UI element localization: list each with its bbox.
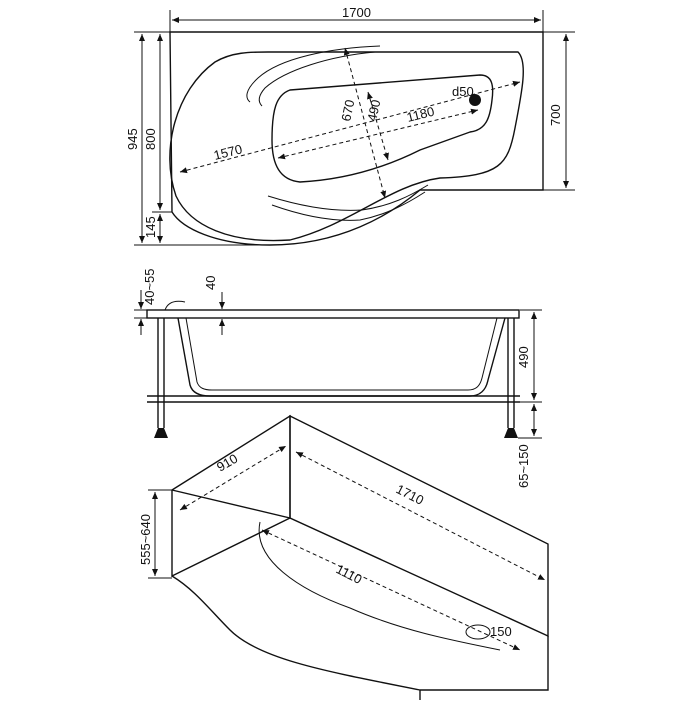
iso-front-skirt bbox=[171, 575, 549, 691]
dim-490-line bbox=[367, 91, 389, 161]
iso-view: 150 910 1710 1110 555~640 bbox=[138, 414, 549, 700]
backrest-line-lower bbox=[271, 191, 426, 221]
drain-label: d50 bbox=[452, 84, 474, 99]
dim-910-label: 910 bbox=[214, 451, 240, 475]
dim-670-line bbox=[343, 47, 387, 199]
dim-1570-label: 1570 bbox=[212, 141, 244, 163]
tub-body bbox=[177, 317, 506, 397]
tub-outer-contour bbox=[169, 31, 544, 246]
dim-670-label: 670 bbox=[338, 98, 357, 122]
dim-145-label: 145 bbox=[143, 216, 158, 238]
dim-700-label: 700 bbox=[548, 104, 563, 126]
tub-body-inner bbox=[185, 317, 498, 391]
top-view: d50 1570 1180 670 490 1700 700 945 800 1… bbox=[125, 5, 575, 246]
iso-end-front-face bbox=[171, 490, 291, 578]
dim-945-label: 945 bbox=[125, 128, 140, 150]
side-view: 40~55 40 490 65~150 bbox=[134, 268, 542, 488]
dim-legs-label: 65~150 bbox=[516, 444, 531, 488]
dim-1110-label: 1110 bbox=[334, 561, 365, 587]
rim-lip bbox=[164, 300, 186, 311]
iso-drain-icon bbox=[465, 624, 491, 640]
backrest-line-lower-2 bbox=[267, 184, 429, 211]
backrest-line-upper-2 bbox=[258, 51, 376, 107]
dim-1710-line bbox=[295, 451, 546, 581]
dim-1700-label: 1700 bbox=[342, 5, 371, 20]
dim-490-depth-label: 490 bbox=[516, 346, 531, 368]
backrest-line-upper bbox=[246, 45, 381, 103]
dim-490-label: 490 bbox=[364, 98, 383, 122]
foot-left-icon bbox=[154, 428, 168, 438]
iso-long-top-face bbox=[289, 414, 549, 638]
tub-rim bbox=[146, 309, 520, 319]
iso-skirt-inner-curve bbox=[258, 521, 501, 651]
dim-1180-label: 1180 bbox=[405, 104, 436, 125]
dim-1710-label: 1710 bbox=[394, 481, 427, 507]
foot-right-icon bbox=[504, 428, 518, 438]
dim-800-label: 800 bbox=[143, 128, 158, 150]
dim-1180-line bbox=[277, 108, 479, 160]
dim-height-label: 555~640 bbox=[138, 514, 153, 565]
dim-rim-label: 40~55 bbox=[142, 268, 157, 305]
dim-40-label: 40 bbox=[203, 276, 218, 290]
iso-drain-label: 150 bbox=[490, 624, 512, 639]
dim-1110-line bbox=[261, 529, 521, 651]
